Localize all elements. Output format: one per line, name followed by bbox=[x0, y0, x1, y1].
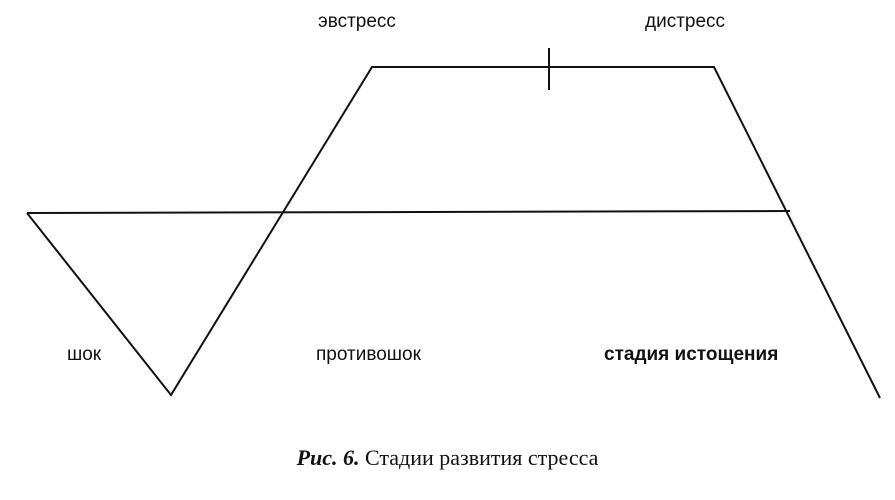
label-shock: шок bbox=[67, 344, 102, 365]
baseline bbox=[26, 210, 791, 214]
stress-curve bbox=[26, 66, 881, 399]
label-exhaustion-stage: стадия истощения bbox=[604, 344, 779, 365]
figure-caption: Рис. 6. Стадии развития стресса bbox=[0, 447, 895, 469]
label-countershock: противошок bbox=[316, 344, 421, 365]
figure-number: Рис. 6. bbox=[296, 445, 360, 470]
figure-title: Стадии развития стресса bbox=[365, 445, 599, 470]
label-distress: дистресс bbox=[645, 11, 726, 32]
label-eustress: эвстресс bbox=[318, 11, 396, 32]
